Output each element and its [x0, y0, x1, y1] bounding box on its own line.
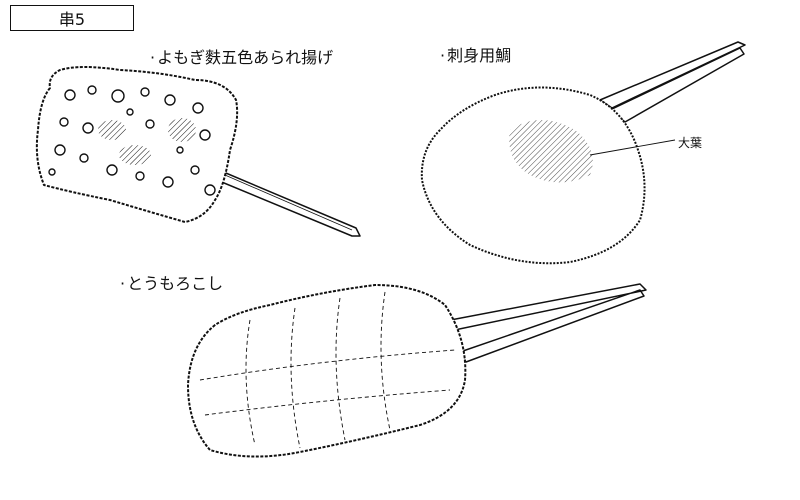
- callout-ooba: 大葉: [678, 134, 702, 151]
- label-yomogi-fu-text: よもぎ麩五色あられ揚げ: [157, 48, 334, 67]
- label-corn-text: とうもろこし: [127, 274, 224, 293]
- label-yomogi-fu: ·よもぎ麩五色あられ揚げ: [150, 44, 333, 68]
- label-corn: ·とうもろこし: [120, 270, 223, 294]
- ooba-leaf: [509, 120, 593, 183]
- skewer-fork: [439, 283, 647, 363]
- corn-body: [187, 284, 467, 458]
- label-tai: ·刺身用鯛: [440, 42, 511, 66]
- title-text: 串5: [58, 10, 86, 29]
- skewer-fork: [599, 41, 746, 123]
- arare-bubbles: [48, 85, 216, 196]
- corn-skewer: [187, 283, 647, 458]
- bullet-dot: ·: [120, 274, 126, 293]
- bullet-dot: ·: [150, 48, 156, 67]
- yomogi-fu-skewer: [35, 66, 361, 237]
- corn-kernel-lines: [199, 291, 456, 449]
- tai-skewer: [420, 41, 746, 265]
- skewer-stick: [211, 167, 361, 237]
- title-box: 串5: [10, 5, 134, 31]
- callout-ooba-text: 大葉: [678, 136, 703, 150]
- yomogi-fu-body: [35, 66, 239, 223]
- callout-line: [589, 139, 676, 156]
- bullet-dot: ·: [440, 46, 446, 65]
- label-tai-text: 刺身用鯛: [447, 46, 512, 65]
